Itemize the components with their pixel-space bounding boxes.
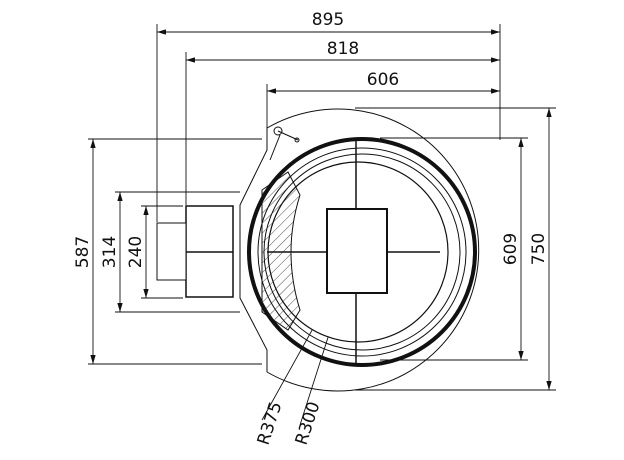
dimension-labels: 895 818 606 587 314 240 609 750 R375 R30…: [73, 10, 549, 448]
dim-609: 609: [501, 233, 521, 265]
dim-240: 240: [126, 236, 146, 268]
counter-body: [156, 108, 480, 392]
outer-ring: [247, 137, 477, 367]
dim-r375: R375: [254, 399, 287, 447]
dim-587: 587: [73, 236, 93, 268]
dim-r300: R300: [292, 399, 325, 447]
extension-lines: [88, 24, 556, 391]
dim-895: 895: [312, 10, 344, 30]
hinge: [273, 126, 283, 136]
hatched-door-section: [261, 171, 301, 331]
dim-818: 818: [327, 39, 359, 59]
center-column: [326, 208, 388, 294]
dim-750: 750: [529, 233, 549, 265]
dim-314: 314: [100, 236, 120, 268]
dim-606: 606: [367, 70, 399, 90]
side-unit-extension: [156, 222, 187, 281]
